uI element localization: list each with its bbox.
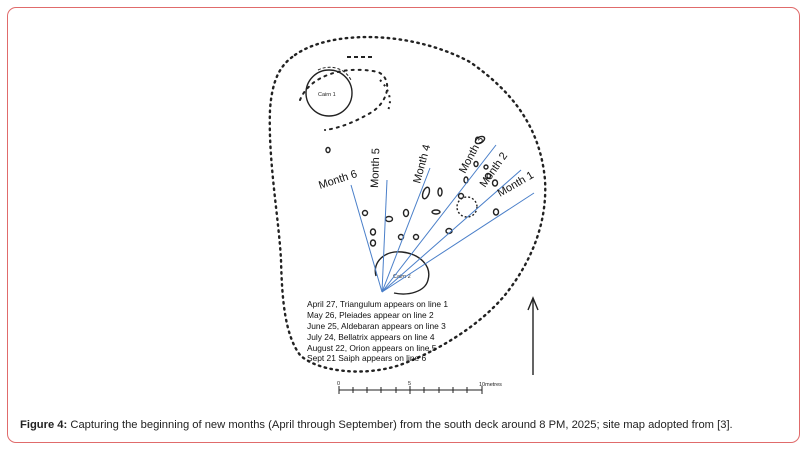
- sighting-line-1: [381, 192, 535, 293]
- scale-bar: [338, 386, 483, 394]
- enclosure-boundary: [268, 35, 547, 373]
- legend-line-1: April 27, Triangulum appears on line 1: [307, 299, 448, 309]
- legend-line-2: May 26, Pleiades appear on line 2: [307, 310, 434, 320]
- legend-line-4: July 24, Bellatrix appears on line 4: [307, 332, 435, 342]
- scale-tick-10: 10metres: [479, 382, 502, 388]
- cairn-2-label: Cairn 2: [393, 274, 411, 280]
- legend: April 27, Triangulum appears on line 1 M…: [307, 299, 448, 363]
- figure-label: Figure 4:: [20, 419, 68, 431]
- scale-tick-5: 5: [408, 381, 411, 387]
- legend-line-3: June 25, Aldebaran appears on line 3: [307, 321, 446, 331]
- cairn-1-label: Cairn 1: [318, 92, 336, 98]
- legend-line-5: August 22, Orion appears on line 5: [307, 343, 437, 353]
- scale-tick-0: 0: [337, 381, 340, 387]
- month-3-label: Month 3: [457, 135, 486, 176]
- sighting-line-4: [381, 167, 431, 293]
- month-5-label: Month 5: [369, 148, 382, 188]
- month-6-label: Month 6: [317, 168, 359, 192]
- sighting-lines: [350, 144, 535, 293]
- cairn-2: [374, 251, 430, 295]
- cairn-1: [305, 69, 353, 117]
- north-arrow-icon: [527, 296, 539, 375]
- figure-caption-text: Capturing the beginning of new months (A…: [70, 419, 733, 431]
- sighting-line-6: [350, 184, 383, 293]
- month-4-label: Month 4: [411, 143, 433, 185]
- sighting-line-3: [381, 144, 497, 293]
- month-1-label: Month 1: [496, 169, 536, 199]
- legend-line-6: Sept 21 Saiph appears on line 6: [307, 353, 427, 363]
- figure-frame: [7, 7, 800, 443]
- sighting-line-2: [381, 169, 522, 293]
- stone-circle: [325, 135, 500, 247]
- figure-caption: Figure 4: Capturing the beginning of new…: [20, 419, 800, 431]
- sighting-line-5: [381, 179, 388, 293]
